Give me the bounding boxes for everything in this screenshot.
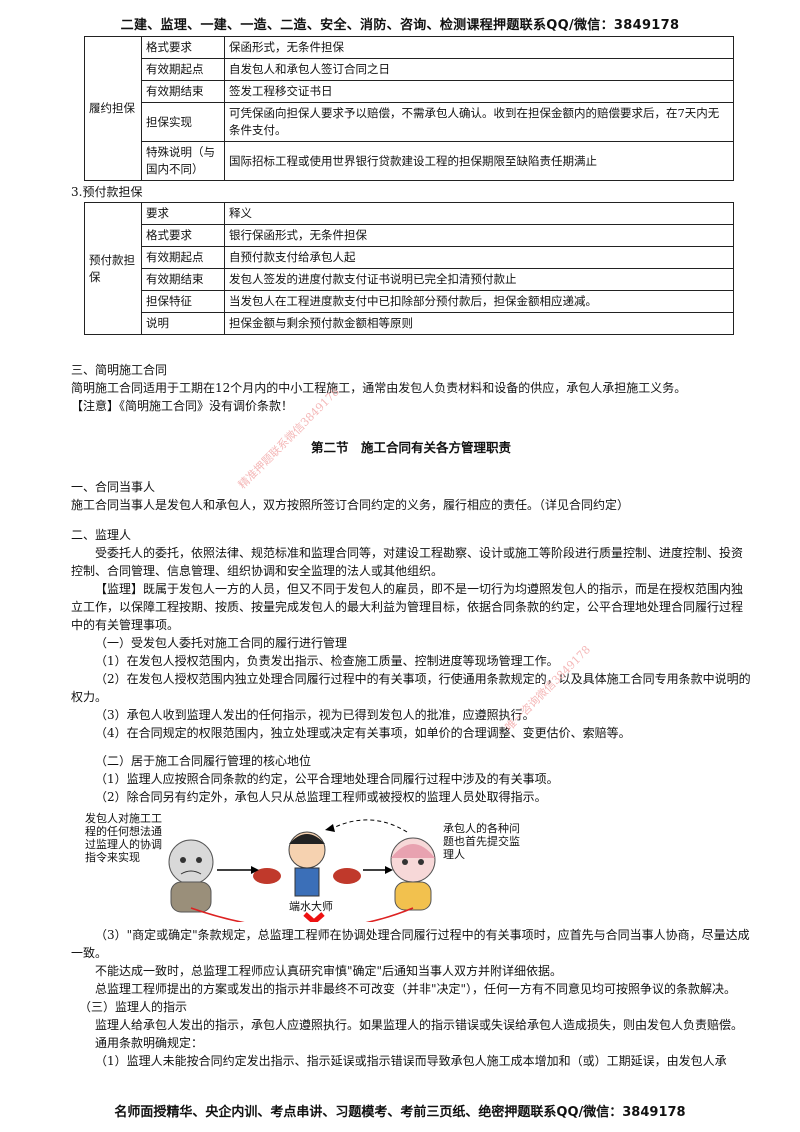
table1-value: 签发工程移交证书日 — [224, 80, 734, 103]
table2-group: 预付款担保 — [84, 202, 142, 335]
table1-group: 履约担保 — [84, 36, 142, 181]
table2-key: 格式要求 — [141, 224, 225, 247]
contractor-figure-icon — [390, 837, 436, 911]
supervisor-caption: 端水大师 — [289, 900, 333, 913]
table2-value: 释义 — [224, 202, 734, 225]
advance-guarantee-label: 3.预付款担保 — [71, 185, 143, 199]
subheading: （二）居于施工合同履行管理的核心地位 — [95, 754, 312, 768]
table2-key: 担保特征 — [141, 290, 225, 313]
arrow-icon — [190, 819, 414, 922]
supervisor-illustration: 发包人对施工工程的任何想法通过监理人的协调指令来实现 端水大师 承包人的各种问题… — [71, 810, 631, 922]
table2-key: 说明 — [141, 312, 225, 335]
table2-key: 有效期起点 — [141, 246, 225, 269]
table1-value: 自发包人和承包人签订合同之日 — [224, 58, 734, 81]
table2-value: 发包人签发的进度付款支付证书说明已完全扣清预付款止 — [224, 268, 734, 291]
table1-value: 保函形式，无条件担保 — [224, 36, 734, 59]
list-item: （4）在合同规定的权限范围内，独立处理或决定有关事项，如单价的合理调整、变更估价… — [95, 726, 631, 740]
illustration-svg — [168, 819, 436, 922]
list-item: （3）承包人收到监理人发出的任何指示，视为已得到发包人的批准，应遵照执行。 — [95, 708, 535, 722]
paragraph: 监理人给承包人发出的指示，承包人应遵照执行。如果监理人的指示错误或失误给承包人造… — [95, 1018, 744, 1032]
table2-key: 有效期结束 — [141, 268, 225, 291]
list-item: （2）在发包人授权范围内独立处理合同履行过程中的有关事项，行使通用条款规定的，以… — [71, 672, 751, 704]
table2-value: 当发包人在工程进度款支付中已扣除部分预付款后，担保金额相应递减。 — [224, 290, 734, 313]
section-heading: 三、简明施工合同 — [71, 363, 168, 377]
subheading: （三）监理人的指示 — [79, 1000, 188, 1014]
chapter-title: 第二节 施工合同有关各方管理职责 — [310, 440, 511, 455]
employer-caption: 发包人对施工工程的任何想法通过监理人的协调指令来实现 — [85, 812, 162, 864]
paragraph: 施工合同当事人是发包人和承包人，双方按照所签订合同约定的义务，履行相应的责任。（… — [71, 498, 630, 512]
list-item: （1）监理人应按照合同条款的约定，公平合理地处理合同履行过程中涉及的有关事项。 — [95, 772, 559, 786]
list-item: （1）监理人未能按合同约定发出指示、指示延误或指示错误而导致承包人施工成本增加和… — [95, 1054, 727, 1068]
paragraph: 总监理工程师提出的方案或发出的指示并非最终不可改变（并非"决定"），任何一方有不… — [95, 982, 737, 996]
note-paragraph: 【注意】《简明施工合同》没有调价条款！ — [71, 399, 294, 413]
list-item: （2）除合同另有约定外，承包人只从总监理工程师或被授权的监理人员处取得指示。 — [95, 790, 547, 804]
list-item: （1）在发包人授权范围内，负责发出指示、检查施工质量、控制进度等现场管理工作。 — [95, 654, 559, 668]
paragraph: 简明施工合同适用于工期在12个月内的中小工程施工，通常由发包人负责材料和设备的供… — [71, 381, 687, 395]
page-footer: 名师面授精华、央企内训、考点串讲、习题模考、考前三页纸、绝密押题联系QQ/微信：… — [114, 1105, 686, 1120]
table2-value: 自预付款支付给承包人起 — [224, 246, 734, 269]
paragraph: 通用条款明确规定： — [95, 1036, 204, 1050]
supervisor-figure-icon — [253, 831, 361, 897]
page-header: 二建、监理、一建、一造、二造、安全、消防、咨询、检测课程押题联系QQ/微信：38… — [120, 18, 680, 33]
table2-value: 担保金额与剩余预付款金额相等原则 — [224, 312, 734, 335]
table1-key: 有效期起点 — [141, 58, 225, 81]
table2-value: 银行保函形式，无条件担保 — [224, 224, 734, 247]
list-item: （3）"商定或确定"条款规定，总监理工程师在协调处理合同履行过程中的有关事项时，… — [71, 928, 750, 960]
performance-guarantee-table: 履约担保 格式要求 保函形式，无条件担保 有效期起点 自发包人和承包人签订合同之… — [84, 36, 734, 181]
section-heading: 一、合同当事人 — [71, 480, 156, 494]
table2-key: 要求 — [141, 202, 225, 225]
advance-payment-guarantee-table: 预付款担保 要求 释义 格式要求 银行保函形式，无条件担保 有效期起点 自预付款… — [84, 202, 734, 335]
table1-value: 可凭保函向担保人要求予以赔偿，不需承包人确认。收到在担保金额内的赔偿要求后，在7… — [224, 102, 734, 142]
contractor-caption: 承包人的各种问题也首先提交监理人 — [443, 822, 520, 861]
employer-figure-icon — [168, 839, 214, 913]
paragraph: 【监理】既属于发包人一方的人员，但又不同于发包人的雇员，即不是一切行为均遵照发包… — [71, 582, 744, 632]
table1-key: 格式要求 — [141, 36, 225, 59]
table1-key: 特殊说明（与国内不同） — [141, 141, 225, 181]
page-content: 履约担保 格式要求 保函形式，无条件担保 有效期起点 自发包人和承包人签订合同之… — [71, 36, 751, 1070]
section-heading: 二、监理人 — [71, 528, 132, 542]
paragraph: 不能达成一致时，总监理工程师应认真研究审慎"确定"后通知当事人双方并附详细依据。 — [95, 964, 563, 978]
cross-icon — [303, 912, 325, 922]
table1-key: 有效期结束 — [141, 80, 225, 103]
subheading: （一）受发包人委托对施工合同的履行进行管理 — [95, 636, 348, 650]
table1-key: 担保实现 — [141, 102, 225, 142]
table1-value: 国际招标工程或使用世界银行贷款建设工程的担保期限至缺陷责任期满止 — [224, 141, 734, 181]
paragraph: 受委托人的委托，依照法律、规范标准和监理合同等，对建设工程勘察、设计或施工等阶段… — [71, 546, 744, 578]
